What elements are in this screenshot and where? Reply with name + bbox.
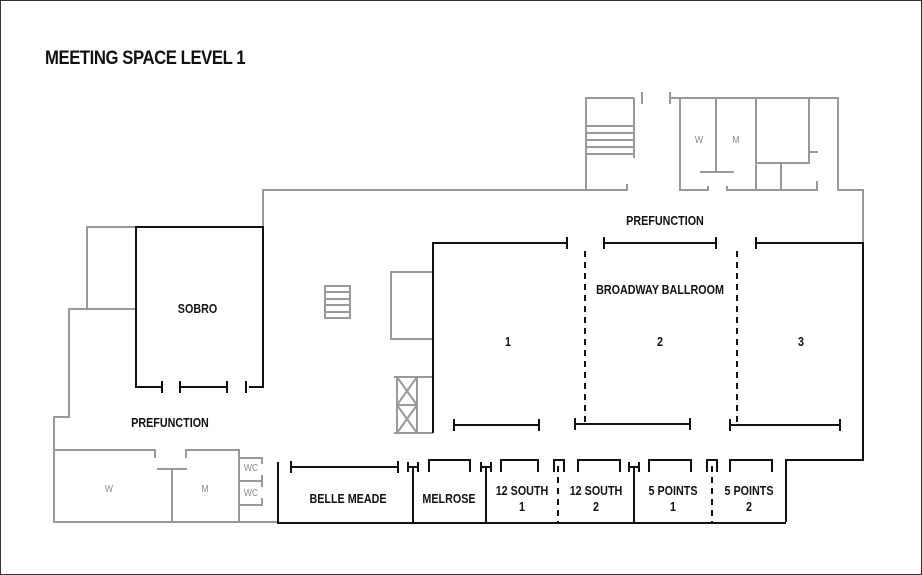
room-label-melrose: MELROSE xyxy=(422,492,476,506)
south-meeting-rooms xyxy=(277,459,786,524)
center-stairs-icon xyxy=(324,285,351,319)
room-label-ballroom-3: 3 xyxy=(798,335,804,349)
restroom-label-wc-2: WC xyxy=(243,488,259,499)
north-stairs-icon xyxy=(586,125,634,155)
room-label-sobro: SOBRO xyxy=(177,302,218,316)
restroom-label-men-north: M xyxy=(732,135,740,146)
room-label-ballroom-2: 2 xyxy=(657,335,663,349)
service-room xyxy=(390,271,433,340)
room-label-prefunction-north: PREFUNCTION xyxy=(626,214,704,228)
restroom-label-wc-1: WC xyxy=(243,463,259,474)
restroom-label-women-south: W xyxy=(104,484,114,495)
restroom-label-women-north: W xyxy=(694,135,704,146)
room-label-broadway-ballroom: BROADWAY BALLROOM xyxy=(596,283,724,297)
elevator-icon xyxy=(394,376,433,434)
room-label-prefunction-west: PREFUNCTION xyxy=(131,416,209,430)
restroom-label-men-south: M xyxy=(201,484,209,495)
south-restrooms xyxy=(54,449,263,522)
room-label-belle-meade: BELLE MEADE xyxy=(309,492,387,506)
page-title: MEETING SPACE LEVEL 1 xyxy=(45,48,246,69)
broadway-ballroom xyxy=(432,237,864,522)
sobro-room xyxy=(135,226,264,393)
room-label-ballroom-1: 1 xyxy=(505,335,511,349)
north-restrooms xyxy=(679,98,818,191)
